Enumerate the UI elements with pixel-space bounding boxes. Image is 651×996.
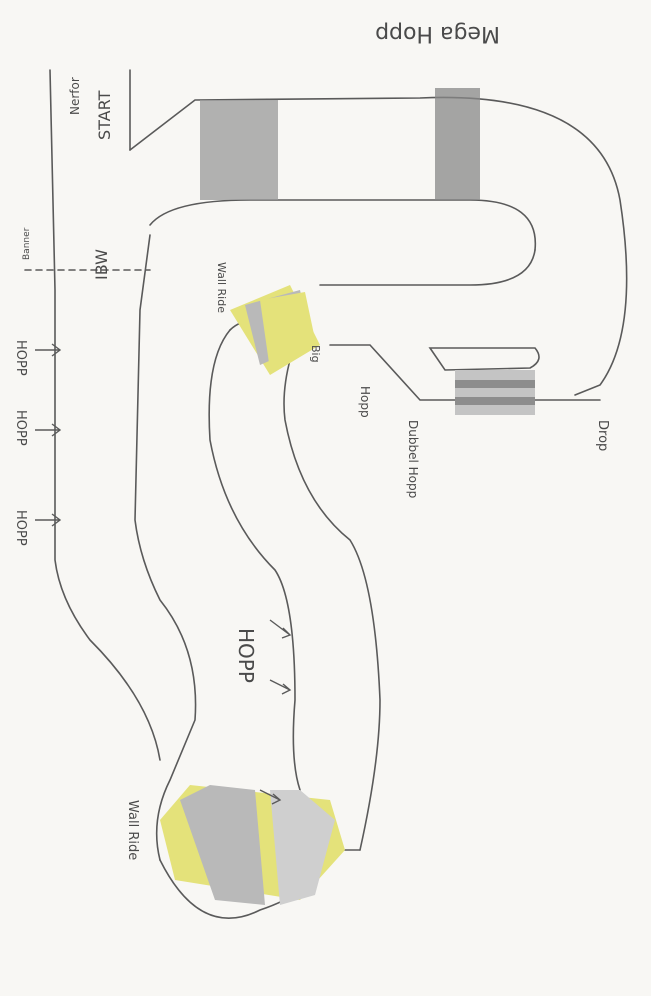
- label-hopp-center: HOPP: [234, 628, 258, 683]
- label-wall-ride-bottom: Wall Ride: [125, 800, 140, 860]
- label-hopp-left-3: HOPP: [13, 510, 28, 546]
- label-banner: Banner: [22, 228, 32, 260]
- hopp-arrows: [35, 344, 290, 804]
- hatch-zone-top-right: [435, 88, 480, 200]
- label-hopp-left-2: HOPP: [13, 410, 28, 446]
- track-middle-edge: [209, 330, 300, 790]
- label-nerfor: Nerfor: [68, 77, 82, 115]
- label-start: START: [95, 91, 114, 140]
- wall-ride-top-bands: [230, 285, 320, 375]
- dubbel-hopp-bands: [455, 370, 535, 415]
- label-mega-hopp: Mega Hopp: [375, 21, 500, 46]
- track-inner-loop: [320, 250, 535, 285]
- label-ibw: IBW: [92, 249, 111, 280]
- track-top-inner-edge: [150, 200, 535, 250]
- track-left-edge: [135, 235, 196, 860]
- label-drop: Drop: [595, 420, 610, 451]
- track-outer-left: [50, 70, 160, 760]
- hatch-zone-top-left: [200, 100, 278, 200]
- label-big: Big: [309, 345, 322, 363]
- label-hopp-mid: Hopp: [358, 386, 372, 418]
- label-dubbel-hopp: Dubbel Hopp: [406, 420, 420, 498]
- label-wall-ride-top: Wall Ride: [215, 262, 228, 313]
- track-drop-platform: [430, 348, 539, 370]
- wall-ride-bottom-bands: [160, 785, 345, 905]
- label-hopp-left-1: HOPP: [13, 340, 28, 376]
